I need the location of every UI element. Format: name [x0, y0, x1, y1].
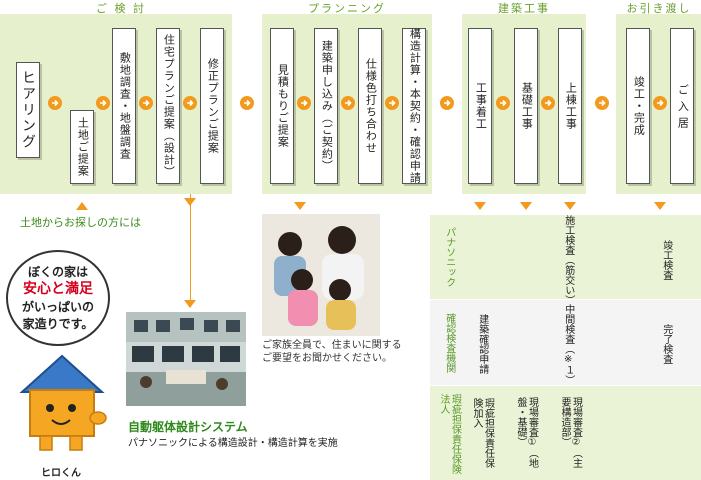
table-cell: 現場審査②（主要構造部）: [554, 392, 586, 478]
speech-line-4: 家造りです。: [22, 316, 94, 331]
step-revised-plan: 修正プランご提案: [200, 28, 224, 184]
table-cell: 中間検査（※１）: [554, 303, 582, 385]
design-system-title: 自動躯体設計システム: [128, 420, 248, 434]
land-pointer-icon: [76, 202, 88, 210]
flow-arrow-icon: [183, 96, 197, 110]
step-framing: 上棟工事: [558, 28, 582, 184]
inspection-table: パナソニック 施工検査（筋交い） 竣工検査 確認検査機関 建築確認申請 中間検査…: [430, 215, 701, 480]
speech-line-2: 安心と満足: [23, 281, 93, 298]
step-completion: 竣工・完成: [626, 28, 650, 184]
family-caption-line-1: ご家族全員で、住まいに関する: [262, 340, 402, 351]
step-construction-start: 工事着工: [468, 28, 492, 184]
step-land-proposal: 土地ご提案: [70, 110, 94, 184]
step-foundation: 基礎工事: [514, 28, 538, 184]
table-head-panasonic: パナソニック: [443, 227, 455, 287]
table-cell: 現場審査①（地盤・基礎）: [510, 392, 542, 478]
family-pointer-icon: [294, 202, 306, 210]
step-house-plan-label: 住宅プランご提案（設計）: [162, 34, 176, 178]
table-row-head: 確認検査機関: [430, 300, 468, 386]
family-caption-line-2: ご要望をお聞かせください。: [262, 352, 392, 364]
speech-line-1: ぼくの家は: [27, 265, 88, 280]
table-row-head: パナソニック: [430, 215, 468, 299]
step-estimate: 見積もりご提案: [270, 28, 294, 184]
land-note: 土地からお探しの方には: [20, 216, 141, 229]
cell-interim-inspection: 中間検査（※１）: [562, 303, 574, 385]
flow-arrow-icon: [496, 96, 510, 110]
step-contract-label: 建築申し込み（ご契約）: [320, 40, 334, 172]
cell-insurance-enrollment: 瑕疵担保責任保険加入: [471, 398, 494, 468]
table-row: 確認検査機関 建築確認申請 中間検査（※１） 完了検査: [430, 299, 701, 385]
cell-completion-inspection: 完了検査: [660, 324, 672, 364]
step-foundation-label: 基礎工事: [520, 82, 534, 130]
step-revised-plan-label: 修正プランご提案: [206, 58, 220, 154]
stage-title-handover: お引き渡し: [626, 2, 692, 15]
flow-arrow-icon: [385, 96, 399, 110]
design-system-desc: パナソニックによる構造設計・構造計算を実施: [128, 438, 338, 449]
step-estimate-label: 見積もりご提案: [276, 64, 290, 148]
table-cell: 施工検査（筋交い）: [554, 215, 582, 305]
step-move-in-label: ご 入 居: [676, 83, 690, 129]
step-house-plan: 住宅プランご提案（設計）: [156, 28, 180, 184]
cell-final-inspection: 竣工検査: [660, 240, 672, 280]
flow-arrow-icon: [653, 96, 667, 110]
inspect-pointer-framing-icon: [564, 202, 576, 210]
table-cell: 建築確認申請: [468, 304, 496, 384]
mascot-hiro-icon: [19, 354, 107, 451]
step-framing-label: 上棟工事: [564, 82, 578, 130]
table-head-confirm-agency: 確認検査機関: [443, 313, 455, 373]
speech-line-3: がいっぱいの: [21, 300, 94, 315]
mascot-name: ヒロくん: [41, 468, 81, 479]
step-construction-start-label: 工事着工: [474, 82, 488, 130]
step-spec-meeting: 仕様色打ち合わせ: [358, 28, 382, 184]
step-move-in: ご 入 居: [670, 28, 694, 184]
flow-arrow-icon: [541, 96, 555, 110]
flow-arrow-icon: [595, 96, 609, 110]
cell-building-confirm-application: 建築確認申請: [476, 314, 488, 374]
family-photo: [262, 214, 380, 336]
flow-arrow-icon: [240, 96, 254, 110]
step-spec-meeting-label: 仕様色打ち合わせ: [364, 58, 378, 154]
flow-arrow-icon: [341, 96, 355, 110]
step-contract: 建築申し込み（ご契約）: [314, 28, 338, 184]
flow-arrow-icon: [297, 96, 311, 110]
family-caption: ご家族全員で、住まいに関する ご要望をお聞かせください。: [262, 340, 422, 365]
flow-arrow-icon: [96, 96, 110, 110]
inspect-pointer-completion-icon: [654, 202, 666, 210]
cell-site-review-1: 現場審査①（地盤・基礎）: [515, 397, 538, 468]
step-site-survey-label: 敷地調査・地盤調査: [118, 52, 132, 160]
table-cell: 瑕疵担保責任保険加入: [466, 392, 498, 478]
cell-site-review-2: 現場審査②（主要構造部）: [559, 397, 582, 468]
step-hearing: ヒアリング: [16, 62, 40, 158]
flow-arrow-icon: [48, 96, 62, 110]
table-cell: 完了検査: [652, 304, 680, 384]
inspect-pointer-start-icon: [474, 202, 486, 210]
step-structure-calc: 構造計算・本契約・確認申請: [402, 28, 426, 184]
step-land-proposal-label: 土地ご提案: [76, 117, 90, 177]
flow-arrow-icon: [139, 96, 153, 110]
stage-title-planning: プランニング: [308, 2, 386, 15]
mascot-speech-bubble: ぼくの家は 安心と満足 がいっぱいの 家造りです。: [6, 250, 110, 346]
table-cell: 竣工検査: [652, 223, 680, 297]
step-structure-calc-label: 構造計算・本契約・確認申請: [408, 28, 422, 184]
cell-construction-inspection: 施工検査（筋交い）: [562, 215, 574, 305]
step-completion-label: 竣工・完成: [632, 76, 646, 136]
design-connector-line: [190, 194, 191, 302]
table-head-insurer: 瑕疵担保責任保険法人: [438, 393, 461, 474]
table-row-head: 瑕疵担保責任保険法人: [430, 386, 468, 480]
table-row: パナソニック 施工検査（筋交い） 竣工検査: [430, 215, 701, 305]
flow-arrow-icon: [440, 96, 454, 110]
stage-title-construction: 建築工事: [498, 2, 550, 15]
step-hearing-label: ヒアリング: [20, 70, 37, 150]
step-site-survey: 敷地調査・地盤調査: [112, 28, 136, 184]
design-arrow-end-icon: [184, 300, 196, 308]
stage-title-consider: ご 検 討: [96, 2, 146, 15]
table-row: 瑕疵担保責任保険法人 瑕疵担保責任保険加入 現場審査①（地盤・基礎） 現場審査②…: [430, 385, 701, 480]
design-system-photo: [126, 312, 246, 406]
inspect-pointer-foundation-icon: [520, 202, 532, 210]
